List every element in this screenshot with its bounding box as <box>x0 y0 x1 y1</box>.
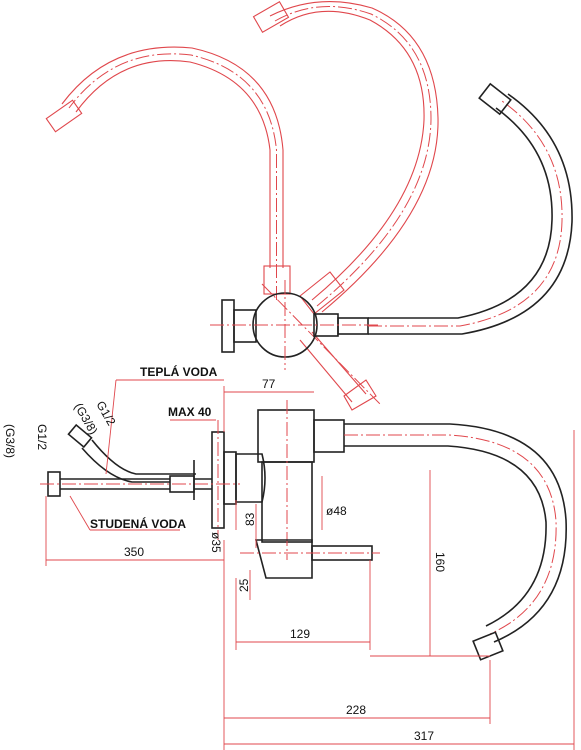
dim-160: 160 <box>433 552 447 572</box>
spout-alt-position-right <box>252 0 439 315</box>
wall-flange <box>211 420 225 540</box>
label-tepla-voda: TEPLÁ VODA <box>140 364 218 379</box>
dim-317: 317 <box>414 729 434 743</box>
label-studena-voda: STUDENÁ VODA <box>90 516 186 531</box>
dim-48: ø48 <box>326 504 347 518</box>
mixer-body-top-view <box>210 280 380 370</box>
dim-35: ø35 <box>209 532 223 553</box>
dim-25: 25 <box>237 578 251 592</box>
dim-228: 228 <box>346 703 366 717</box>
label-g38-left: (G3/8) <box>3 424 17 458</box>
dim-129: 129 <box>290 627 310 641</box>
spout-front-view <box>313 419 567 661</box>
dimension-lines <box>45 379 575 750</box>
label-max-40: MAX 40 <box>168 405 212 419</box>
dim-350: 350 <box>124 545 144 559</box>
dim-83: 83 <box>243 512 257 526</box>
spout-alt-position-left <box>45 46 291 300</box>
label-g12-left: G1/2 <box>35 424 49 450</box>
hot-water-pipe <box>67 423 196 500</box>
spout-alt-position-lower <box>261 283 381 411</box>
spout-top-view <box>368 82 573 335</box>
dim-77: 77 <box>262 377 276 391</box>
cold-water-pipe <box>40 471 240 497</box>
mixer-body-front-view <box>223 400 380 579</box>
